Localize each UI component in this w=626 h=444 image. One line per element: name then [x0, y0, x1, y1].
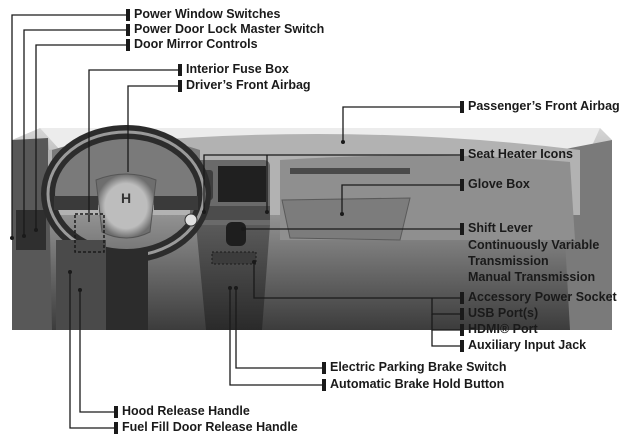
leader-bar — [126, 9, 130, 21]
label-glove-box: Glove Box — [468, 177, 530, 191]
leader-bar — [322, 362, 326, 374]
leader-bar — [126, 39, 130, 51]
label-cvt-line-2: Transmission — [468, 254, 549, 268]
leader-bar — [460, 324, 464, 336]
leader-bar — [460, 292, 464, 304]
label-shift-lever: Shift Lever — [468, 221, 533, 235]
label-passengers-front-airbag: Passenger’s Front Airbag — [468, 99, 620, 113]
passenger-trim-strip — [290, 168, 410, 174]
leader-bar — [178, 80, 182, 92]
label-usb-ports: USB Port(s) — [468, 306, 539, 320]
label-electric-parking-brake-switch: Electric Parking Brake Switch — [330, 360, 507, 374]
label-door-mirror-controls: Door Mirror Controls — [134, 37, 258, 51]
leader-bar — [460, 179, 464, 191]
honda-badge: H — [121, 190, 131, 206]
leader-bar — [460, 101, 464, 113]
leader-bar — [460, 223, 464, 235]
leader-bar — [126, 24, 130, 36]
label-fuel-fill-door-release-handle: Fuel Fill Door Release Handle — [122, 420, 298, 434]
label-cvt-line-1: Continuously Variable — [468, 238, 600, 252]
lower-console — [196, 225, 270, 330]
label-power-window-switches: Power Window Switches — [134, 7, 281, 21]
leader-bar — [322, 379, 326, 391]
left-door-switch-panel — [16, 210, 46, 250]
navigation-screen — [218, 166, 266, 202]
leader-bar — [178, 64, 182, 76]
steering-column — [104, 250, 148, 330]
label-accessory-power-socket: Accessory Power Socket — [468, 290, 617, 304]
label-hood-release-handle: Hood Release Handle — [122, 404, 250, 418]
label-manual-transmission: Manual Transmission — [468, 270, 596, 284]
leader-bar — [114, 422, 118, 434]
label-drivers-front-airbag: Driver’s Front Airbag — [186, 78, 311, 92]
driver-footwell — [56, 240, 106, 330]
leader-bar — [114, 406, 118, 418]
label-hdmi-port: HDMI® Port — [468, 322, 538, 336]
label-seat-heater-icons: Seat Heater Icons — [468, 147, 573, 161]
leader-bar — [460, 308, 464, 320]
console-ports-panel — [211, 251, 257, 265]
leader-bar — [460, 149, 464, 161]
right-spoke — [154, 196, 198, 210]
steering-wheel-hub — [95, 173, 157, 239]
label-interior-fuse-box: Interior Fuse Box — [186, 62, 289, 76]
left-spoke — [54, 196, 98, 210]
leader-bar — [460, 340, 464, 352]
glove-box-shape — [281, 197, 411, 241]
pointer-dots — [10, 140, 345, 292]
leader-lines — [11, 14, 460, 429]
engine-start-button — [184, 213, 198, 227]
label-auxiliary-input-jack: Auxiliary Input Jack — [468, 338, 587, 352]
shift-lever-knob — [226, 222, 246, 246]
label-automatic-brake-hold-button: Automatic Brake Hold Button — [330, 377, 505, 391]
fuse-box-panel — [74, 213, 105, 253]
label-power-door-lock-master-switch: Power Door Lock Master Switch — [134, 22, 325, 36]
climate-controls — [198, 206, 270, 220]
